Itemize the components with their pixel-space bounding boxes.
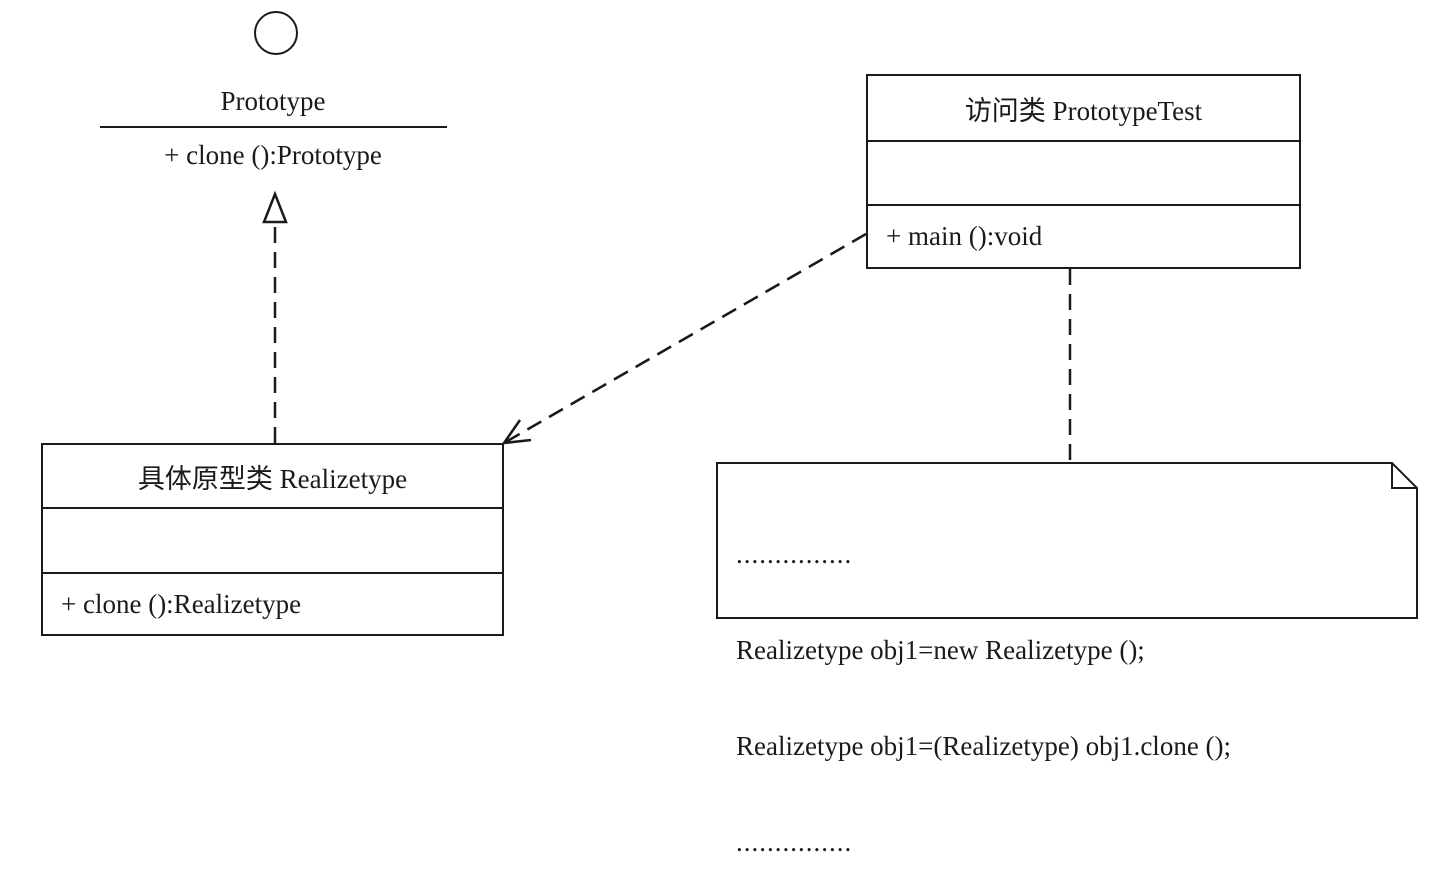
dependency-line <box>503 232 867 445</box>
class-realizetype: 具体原型类 Realizetype + clone ():Realizetype <box>41 443 504 636</box>
note-code-line-2: Realizetype obj1=(Realizetype) obj1.clon… <box>736 731 1232 761</box>
interface-divider <box>100 126 447 128</box>
class-name: 访问类 PrototypeTest <box>868 76 1299 142</box>
class-operation: + clone ():Realizetype <box>61 588 302 619</box>
interface-lollipop-icon <box>254 11 298 55</box>
realization-arrowhead <box>262 190 288 224</box>
note-ellipsis-bottom: ............... <box>736 827 853 857</box>
class-prototype-test: 访问类 PrototypeTest + main ():void <box>866 74 1301 269</box>
class-name: 具体原型类 Realizetype <box>43 445 502 509</box>
note-folded-corner <box>1391 463 1417 489</box>
note-code-line-1: Realizetype obj1=new Realizetype (); <box>736 635 1145 665</box>
class-operation: + main ():void <box>886 221 1043 251</box>
note-shape <box>716 462 1418 619</box>
interface-operation: + clone ():Prototype <box>164 140 382 170</box>
class-attributes <box>868 142 1299 206</box>
diagram-connectors <box>262 190 1418 619</box>
note-text: ............... Realizetype obj1=new Rea… <box>736 474 1231 890</box>
interface-name: Prototype <box>220 86 326 116</box>
dependency-arrowhead <box>501 419 532 445</box>
note-ellipsis-top: ............... <box>736 539 853 569</box>
class-attributes <box>43 509 502 574</box>
